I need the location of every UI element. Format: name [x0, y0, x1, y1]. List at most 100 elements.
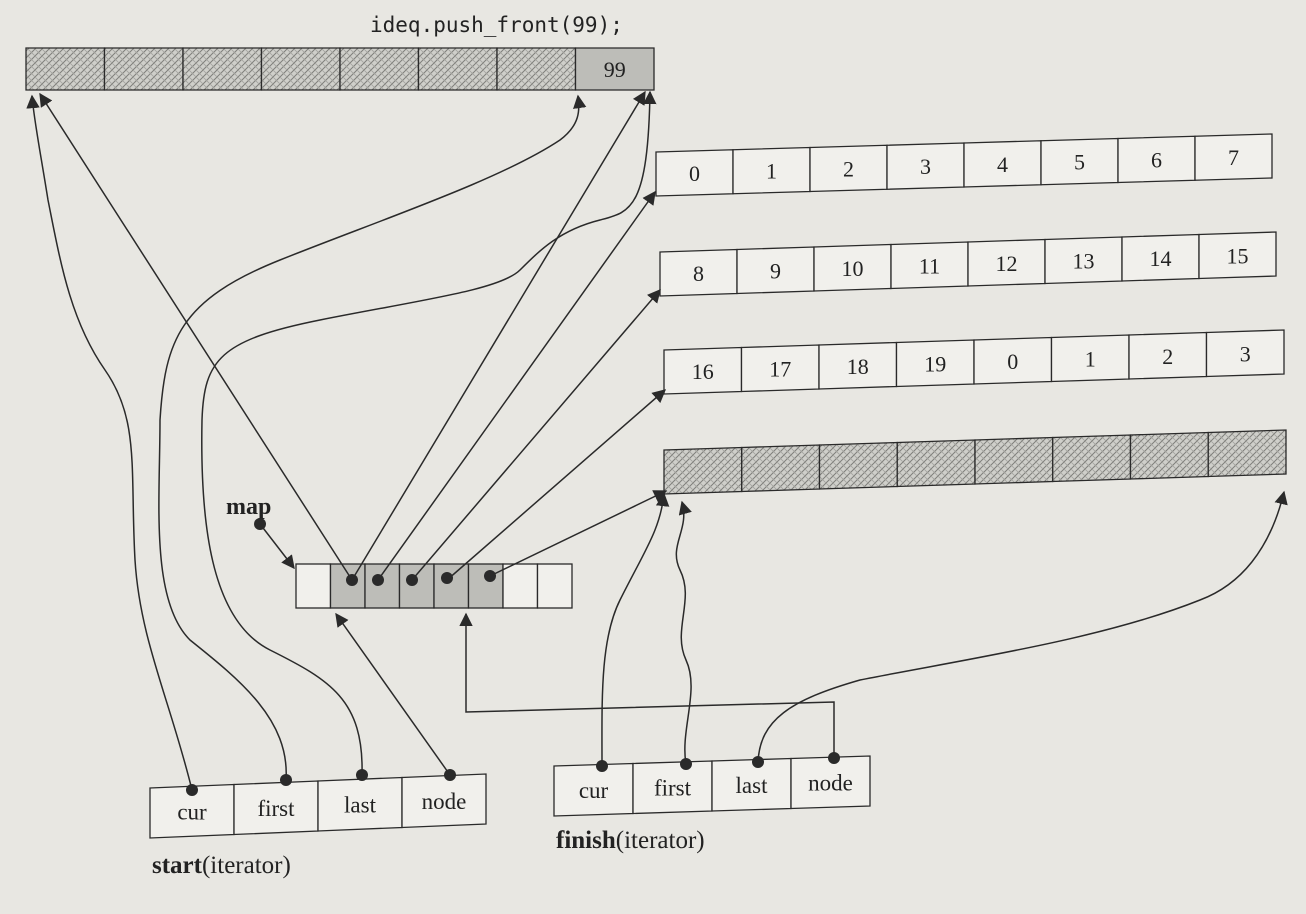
map-node-to-buffer-front	[351, 90, 646, 581]
buffer-cell-value: 2	[1162, 344, 1173, 369]
buffer-cell-value: 3	[920, 154, 931, 179]
iterator-field-first: first	[654, 775, 692, 800]
pointer-dot	[356, 769, 368, 781]
buffer-cell	[260, 47, 341, 91]
buffer-cell	[1198, 231, 1277, 280]
buffer-cell	[741, 444, 821, 493]
buffer-cell-value: 10	[842, 256, 864, 281]
pointer-dot	[254, 518, 266, 530]
buffer-front: 99	[25, 47, 655, 91]
start-first-to-front-begin	[39, 92, 353, 581]
start-last-pointer	[201, 90, 657, 776]
map-node-to-buffer-2	[411, 288, 661, 581]
pointer-dot	[596, 760, 608, 772]
finish-first-pointer	[675, 500, 692, 765]
buffer-cell	[339, 47, 420, 91]
map-cell	[502, 563, 539, 609]
buffer-cell-value: 9	[770, 258, 781, 283]
map-pointer	[259, 523, 295, 570]
buffer-cell	[1205, 329, 1285, 378]
pointer-dot	[680, 758, 692, 770]
map-cell	[329, 563, 366, 609]
map-node-to-buffer-1	[377, 190, 656, 581]
buffer-cell-value: 14	[1150, 246, 1172, 271]
code-label: ideq.push_front(99);	[370, 13, 623, 37]
buffer-back	[663, 429, 1287, 495]
start-title-rest: (iterator)	[202, 852, 291, 879]
map-array	[295, 563, 573, 609]
buffer-cell-value: 99	[604, 57, 626, 82]
buffer-cell	[1052, 434, 1132, 483]
buffer-cell-value: 2	[843, 156, 854, 181]
iterator-field-box	[790, 755, 871, 810]
buffer-cell	[896, 439, 976, 488]
buffer-cell-value: 8	[693, 261, 704, 286]
pointer-dots	[186, 518, 840, 796]
map-cell	[433, 563, 470, 609]
buffer-cell-value: 17	[769, 356, 791, 381]
buffer-cell-value: 12	[996, 251, 1018, 276]
buffer-cell-value: 19	[924, 351, 946, 376]
buffer-cell	[25, 47, 106, 91]
buffer-cell	[818, 441, 898, 490]
pointer-dot	[828, 752, 840, 764]
start-iterator: cur first last node	[149, 773, 487, 839]
iterator-field-node: node	[422, 789, 467, 814]
buffer-cell-value: 7	[1228, 145, 1239, 170]
buffer-cell-value: 4	[997, 152, 1008, 177]
finish-last-pointer	[757, 490, 1288, 763]
buffer-cell	[417, 47, 498, 91]
buffer-cell	[974, 436, 1054, 485]
buffer-cell	[1129, 431, 1209, 480]
buffer-cell-value: 11	[919, 253, 940, 278]
buffer-cell	[663, 446, 743, 495]
iterator-field-cur: cur	[579, 778, 609, 803]
pointer-dot	[346, 574, 358, 586]
pointer-dot	[484, 570, 496, 582]
iterator-field-last: last	[344, 792, 377, 817]
map-cell	[398, 563, 435, 609]
buffer-cell	[103, 47, 184, 91]
buffer-cell	[496, 47, 577, 91]
buffer-cell-value: 13	[1073, 248, 1095, 273]
finish-title-bold: finish	[556, 827, 616, 854]
pointer-dot	[444, 769, 456, 781]
start-title-bold: start	[152, 852, 203, 879]
iterator-field-cur: cur	[177, 799, 207, 824]
pointer-dot	[406, 574, 418, 586]
finish-cur-pointer	[601, 492, 670, 767]
buffer-cell-value: 5	[1074, 150, 1085, 175]
iterator-field-node: node	[808, 770, 853, 795]
buffer-cell-value: 15	[1227, 243, 1249, 268]
buffer-cell-value: 18	[847, 354, 869, 379]
map-node-to-buffer-back	[489, 490, 668, 577]
map-cell	[295, 563, 332, 609]
finish-title-rest: (iterator)	[616, 827, 705, 854]
start-node-pointer	[335, 612, 451, 776]
map-node-to-buffer-3	[446, 389, 667, 581]
pointer-dot	[752, 756, 764, 768]
buffer-cell	[1194, 133, 1273, 181]
buffer-cell-value: 16	[692, 359, 714, 384]
buffer-cell-value: 3	[1240, 341, 1251, 366]
iterator-field-box	[401, 773, 487, 829]
buffer-2: 8 9 10 11 12 13 14 15	[659, 231, 1277, 297]
start-iterator-title: start(iterator)	[152, 852, 291, 879]
map-label: map	[226, 494, 271, 520]
buffer-cell-value: 0	[689, 161, 700, 186]
pointer-dot	[186, 784, 198, 796]
map-cell	[536, 563, 573, 609]
finish-iterator-title: finish(iterator)	[556, 827, 705, 854]
pointer-dot	[280, 774, 292, 786]
start-cur-pointer	[26, 94, 193, 791]
buffer-cell	[1207, 429, 1287, 478]
iterator-field-first: first	[257, 796, 295, 821]
pointer-dot	[372, 574, 384, 586]
finish-node-pointer	[459, 612, 835, 756]
